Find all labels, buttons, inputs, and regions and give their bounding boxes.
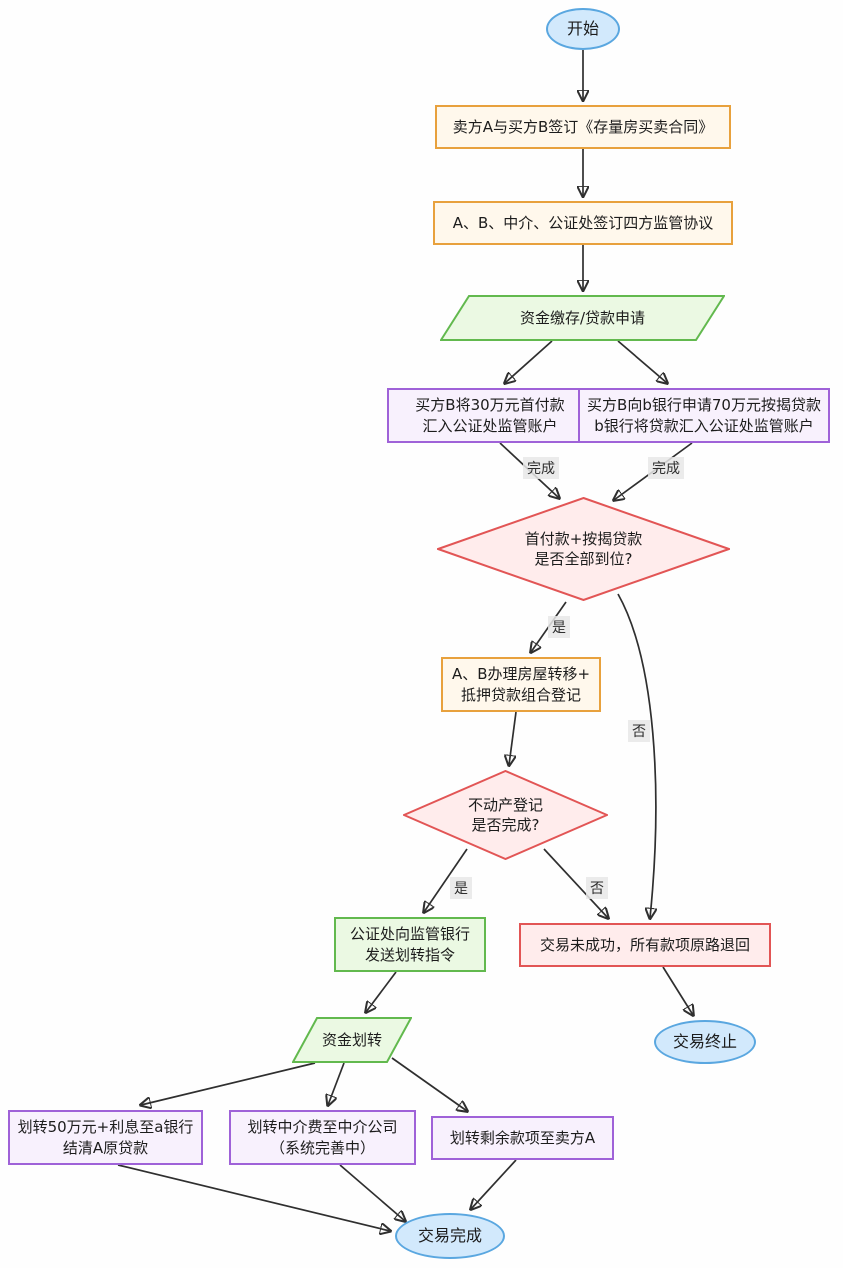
edge-deposit-to-mortgage (617, 340, 667, 383)
transfer-registration-label: A、B办理房屋转移+ 抵押贷款组合登记 (451, 665, 591, 704)
edge-fundscheck-no-to-failed (617, 593, 656, 918)
transaction-complete-label: 交易完成 (417, 1226, 482, 1246)
edge-label-funds-yes: 是 (548, 616, 570, 638)
funds-in-place-label: 首付款+按揭贷款 是否全部到位? (524, 529, 643, 568)
edge-label-mortgage-done: 完成 (648, 457, 684, 479)
agent-fee-step: 划转中介费至中介公司 （系统完善中） (229, 1110, 416, 1165)
parallelogram-shape (292, 1017, 412, 1063)
transfer-instruction-step: 公证处向监管银行 发送划转指令 (334, 917, 486, 972)
edge-regcheck-yes-to-instruction (424, 848, 468, 912)
sign-contract-step: 卖方A与买方B签订《存量房买卖合同》 (435, 105, 731, 149)
parallelogram-shape (440, 295, 725, 341)
mortgage-loan-label: 买方B向b银行申请70万元按揭贷款 b银行将贷款汇入公证处监管账户 (587, 396, 821, 435)
edge-label-registration-yes: 是 (450, 877, 472, 899)
edge-agentfee-to-complete (339, 1164, 405, 1221)
transaction-failed-label: 交易未成功，所有款项原路退回 (539, 935, 750, 954)
edge-deposit-to-downpayment (505, 340, 553, 383)
transaction-terminated-node: 交易终止 (654, 1020, 756, 1064)
fund-deposit-loan-apply-label: 资金缴存/贷款申请 (519, 308, 646, 327)
edge-transfer-to-agentfee (328, 1062, 345, 1105)
edge-label-registration-no: 否 (586, 877, 608, 899)
remaining-funds-label: 划转剩余款项至卖方A (449, 1128, 596, 1147)
edge-transfer-to-remaining (391, 1057, 467, 1111)
edge-label-downpayment-done: 完成 (523, 457, 559, 479)
diamond-shape (437, 497, 730, 601)
fund-transfer-io: 资金划转 (292, 1017, 412, 1063)
transaction-terminated-label: 交易终止 (672, 1032, 737, 1052)
fund-transfer-label: 资金划转 (321, 1030, 382, 1049)
edge-instruction-to-transfer (366, 971, 397, 1012)
down-payment-label: 买方B将30万元首付款 汇入公证处监管账户 (415, 396, 565, 435)
start-node: 开始 (546, 8, 620, 50)
funds-in-place-decision: 首付款+按揭贷款 是否全部到位? (437, 497, 730, 601)
transfer-registration-step: A、B办理房屋转移+ 抵押贷款组合登记 (441, 657, 601, 712)
edge-registration-to-regcheck (509, 711, 517, 765)
transaction-complete-node: 交易完成 (395, 1213, 505, 1259)
start-label: 开始 (566, 19, 599, 39)
edge-failed-to-terminated (662, 966, 693, 1015)
diamond-shape (403, 770, 608, 860)
edge-regcheck-no-to-failed (543, 848, 608, 918)
remaining-funds-step: 划转剩余款项至卖方A (431, 1116, 614, 1160)
edge-repay-to-complete (117, 1164, 390, 1231)
edge-label-funds-no: 否 (628, 720, 650, 742)
repay-original-loan-step: 划转50万元+利息至a银行 结清A原贷款 (8, 1110, 203, 1165)
sign-contract-label: 卖方A与买方B签订《存量房买卖合同》 (452, 117, 714, 136)
four-party-agreement-step: A、B、中介、公证处签订四方监管协议 (433, 201, 733, 245)
mortgage-loan-step: 买方B向b银行申请70万元按揭贷款 b银行将贷款汇入公证处监管账户 (578, 388, 830, 443)
registration-complete-decision: 不动产登记 是否完成? (403, 770, 608, 860)
four-party-agreement-label: A、B、中介、公证处签订四方监管协议 (452, 213, 714, 232)
transaction-failed-step: 交易未成功，所有款项原路退回 (519, 923, 771, 967)
edge-remaining-to-complete (471, 1159, 517, 1209)
repay-original-loan-label: 划转50万元+利息至a银行 结清A原贷款 (17, 1118, 194, 1157)
registration-complete-label: 不动产登记 是否完成? (467, 795, 543, 834)
agent-fee-label: 划转中介费至中介公司 （系统完善中） (247, 1118, 398, 1157)
fund-deposit-loan-apply-io: 资金缴存/贷款申请 (440, 295, 725, 341)
down-payment-step: 买方B将30万元首付款 汇入公证处监管账户 (387, 388, 593, 443)
edge-transfer-to-repay (141, 1062, 316, 1105)
transfer-instruction-label: 公证处向监管银行 发送划转指令 (349, 925, 470, 964)
